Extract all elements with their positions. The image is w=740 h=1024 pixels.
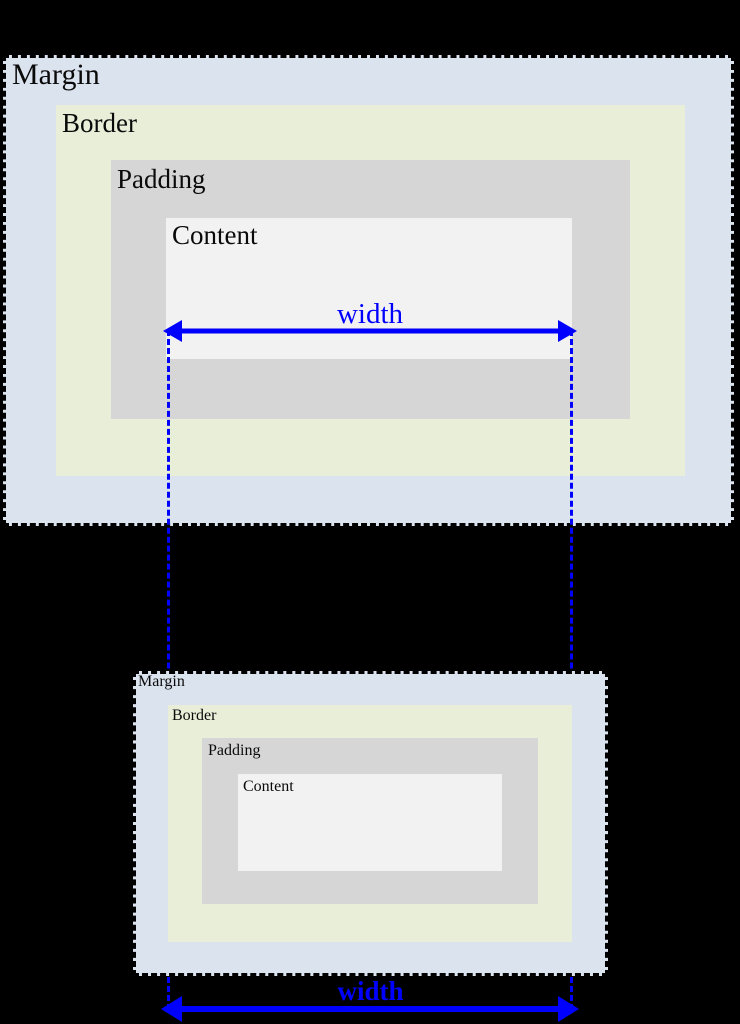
width-dimension-arrow-top (163, 320, 577, 342)
width-dimension-label-bottom: width (337, 976, 404, 1006)
content-box-bottom (238, 774, 502, 871)
padding-label-bottom: Padding (208, 742, 261, 759)
content-box-top (166, 218, 572, 359)
content-label-bottom: Content (243, 778, 294, 795)
margin-label-top: Margin (12, 58, 100, 91)
content-label-top: Content (172, 220, 258, 250)
padding-label-top: Padding (117, 164, 206, 194)
border-label-top: Border (62, 108, 137, 138)
width-guide-right-line (570, 330, 573, 1010)
width-guide-left-line (167, 330, 170, 1010)
margin-label-bottom: Margin (138, 673, 185, 690)
width-dimension-arrow-bottom (161, 996, 579, 1022)
border-label-bottom: Border (172, 707, 217, 724)
width-dimension-label-top: width (336, 298, 404, 330)
